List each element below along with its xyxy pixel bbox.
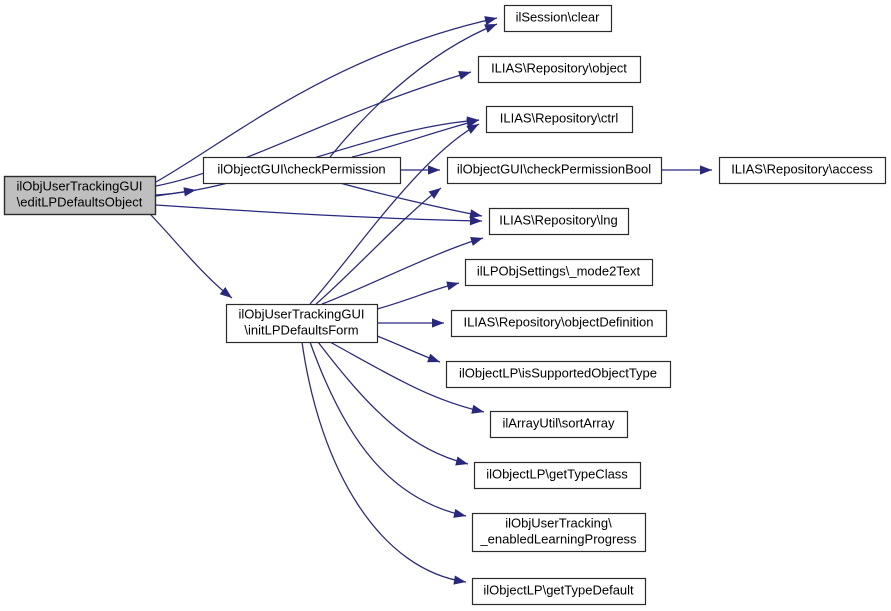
edges-layer <box>149 16 712 585</box>
arrowhead-icon <box>428 165 440 175</box>
arrowhead-icon <box>466 118 479 128</box>
edge-line <box>321 237 484 305</box>
node-box[interactable] <box>477 55 642 84</box>
edge-line <box>351 119 480 158</box>
edge-initLPDefaultsForm-to-repoCtrl <box>309 123 480 305</box>
node-box[interactable] <box>225 303 379 344</box>
arrowhead-icon <box>484 24 497 33</box>
edge-line <box>301 341 467 583</box>
edge-initLPDefaultsForm-to-objectDefinition <box>377 318 444 328</box>
node-box[interactable] <box>471 512 647 553</box>
node-ilSessionClear[interactable]: ilSession\clear <box>503 4 613 33</box>
edge-line <box>155 17 498 183</box>
edge-line <box>155 71 472 187</box>
node-checkPermissionBool[interactable]: ilObjectGUI\checkPermissionBool <box>446 156 663 185</box>
arrowhead-icon <box>453 575 466 585</box>
edge-initLPDefaultsForm-to-getTypeDefault <box>301 341 467 585</box>
arrowhead-icon <box>471 404 484 414</box>
edge-root-to-repoObject <box>155 70 472 187</box>
node-box[interactable] <box>202 156 402 185</box>
edge-checkPermission-to-checkPermissionBool <box>400 165 440 175</box>
arrowhead-icon <box>484 16 497 26</box>
edge-line <box>317 341 469 465</box>
edge-checkPermission-to-repoCtrl <box>351 118 480 158</box>
edge-checkPermission-to-ilSessionClear <box>329 23 498 158</box>
arrowhead-icon <box>458 70 471 80</box>
nodes-layer: ilObjUserTrackingGUI\editLPDefaultsObjec… <box>3 4 887 606</box>
arrowhead-icon <box>700 165 712 175</box>
node-sortArray[interactable]: ilArrayUtil\sortArray <box>489 410 629 439</box>
node-box[interactable] <box>485 105 634 134</box>
arrowhead-icon <box>427 353 440 363</box>
node-box[interactable] <box>471 577 647 606</box>
arrowhead-icon <box>183 187 196 197</box>
node-repoAccess[interactable]: ILIAS\Repository\access <box>718 156 887 185</box>
edge-line <box>329 341 485 413</box>
node-box[interactable] <box>450 309 668 338</box>
node-box[interactable] <box>473 461 642 490</box>
node-objectDefinition[interactable]: ILIAS\Repository\objectDefinition <box>450 309 668 338</box>
edge-line <box>309 123 480 305</box>
edge-initLPDefaultsForm-to-isSupportedObjectType <box>376 335 441 363</box>
edge-line <box>329 23 498 158</box>
edge-line <box>376 282 460 310</box>
edge-initLPDefaultsForm-to-checkPermissionBool <box>315 187 442 305</box>
edge-root-to-repoLng <box>155 204 483 226</box>
edge-line <box>149 213 233 299</box>
node-box[interactable] <box>446 156 663 185</box>
node-box[interactable] <box>464 258 654 287</box>
node-box[interactable] <box>718 156 887 185</box>
edge-root-to-checkPermission <box>155 187 197 197</box>
arrowhead-icon <box>219 287 232 298</box>
arrowhead-icon <box>453 508 466 518</box>
node-box[interactable] <box>503 4 613 33</box>
arrowhead-icon <box>428 188 441 199</box>
arrowhead-icon <box>469 209 482 219</box>
edge-checkPermissionBool-to-repoAccess <box>661 165 712 175</box>
node-box[interactable] <box>445 360 672 389</box>
node-mode2Text[interactable]: ilLPObjSettings\_mode2Text <box>464 258 654 287</box>
edge-line <box>339 182 483 217</box>
edge-initLPDefaultsForm-to-mode2Text <box>376 281 460 310</box>
arrowhead-icon <box>469 216 482 226</box>
edge-initLPDefaultsForm-to-getTypeClass <box>317 341 469 466</box>
edge-line <box>155 204 483 222</box>
node-enabledLearningProgress[interactable]: ilObjUserTracking\_enabledLearningProgre… <box>471 512 647 553</box>
edge-root-to-initLPDefaultsForm <box>149 213 233 299</box>
arrowhead-icon <box>466 124 479 134</box>
edge-line <box>309 341 467 517</box>
node-getTypeDefault[interactable]: ilObjectLP\getTypeDefault <box>471 577 647 606</box>
node-box[interactable] <box>489 410 629 439</box>
node-root[interactable]: ilObjUserTrackingGUI\editLPDefaultsObjec… <box>3 175 157 216</box>
edge-initLPDefaultsForm-to-enabledLearningProgress <box>309 341 467 518</box>
node-repoObject[interactable]: ILIAS\Repository\object <box>477 55 642 84</box>
node-initLPDefaultsForm[interactable]: ilObjUserTrackingGUI\initLPDefaultsForm <box>225 303 379 344</box>
node-isSupportedObjectType[interactable]: ilObjectLP\isSupportedObjectType <box>445 360 672 389</box>
edge-root-to-ilSessionClear <box>155 16 498 183</box>
node-getTypeClass[interactable]: ilObjectLP\getTypeClass <box>473 461 642 490</box>
edge-initLPDefaultsForm-to-repoLng <box>321 236 484 305</box>
edge-checkPermission-to-repoLng <box>339 182 483 219</box>
node-repoLng[interactable]: ILIAS\Repository\lng <box>488 207 630 236</box>
arrowhead-icon <box>470 236 483 246</box>
edge-line <box>315 187 442 305</box>
edge-initLPDefaultsForm-to-sortArray <box>329 341 485 414</box>
arrowhead-icon <box>446 281 459 291</box>
node-repoCtrl[interactable]: ILIAS\Repository\ctrl <box>485 105 634 134</box>
node-box[interactable] <box>488 207 630 236</box>
node-box[interactable] <box>3 175 157 216</box>
node-checkPermission[interactable]: ilObjectGUI\checkPermission <box>202 156 402 185</box>
arrowhead-icon <box>432 318 444 328</box>
arrowhead-icon <box>455 456 468 466</box>
